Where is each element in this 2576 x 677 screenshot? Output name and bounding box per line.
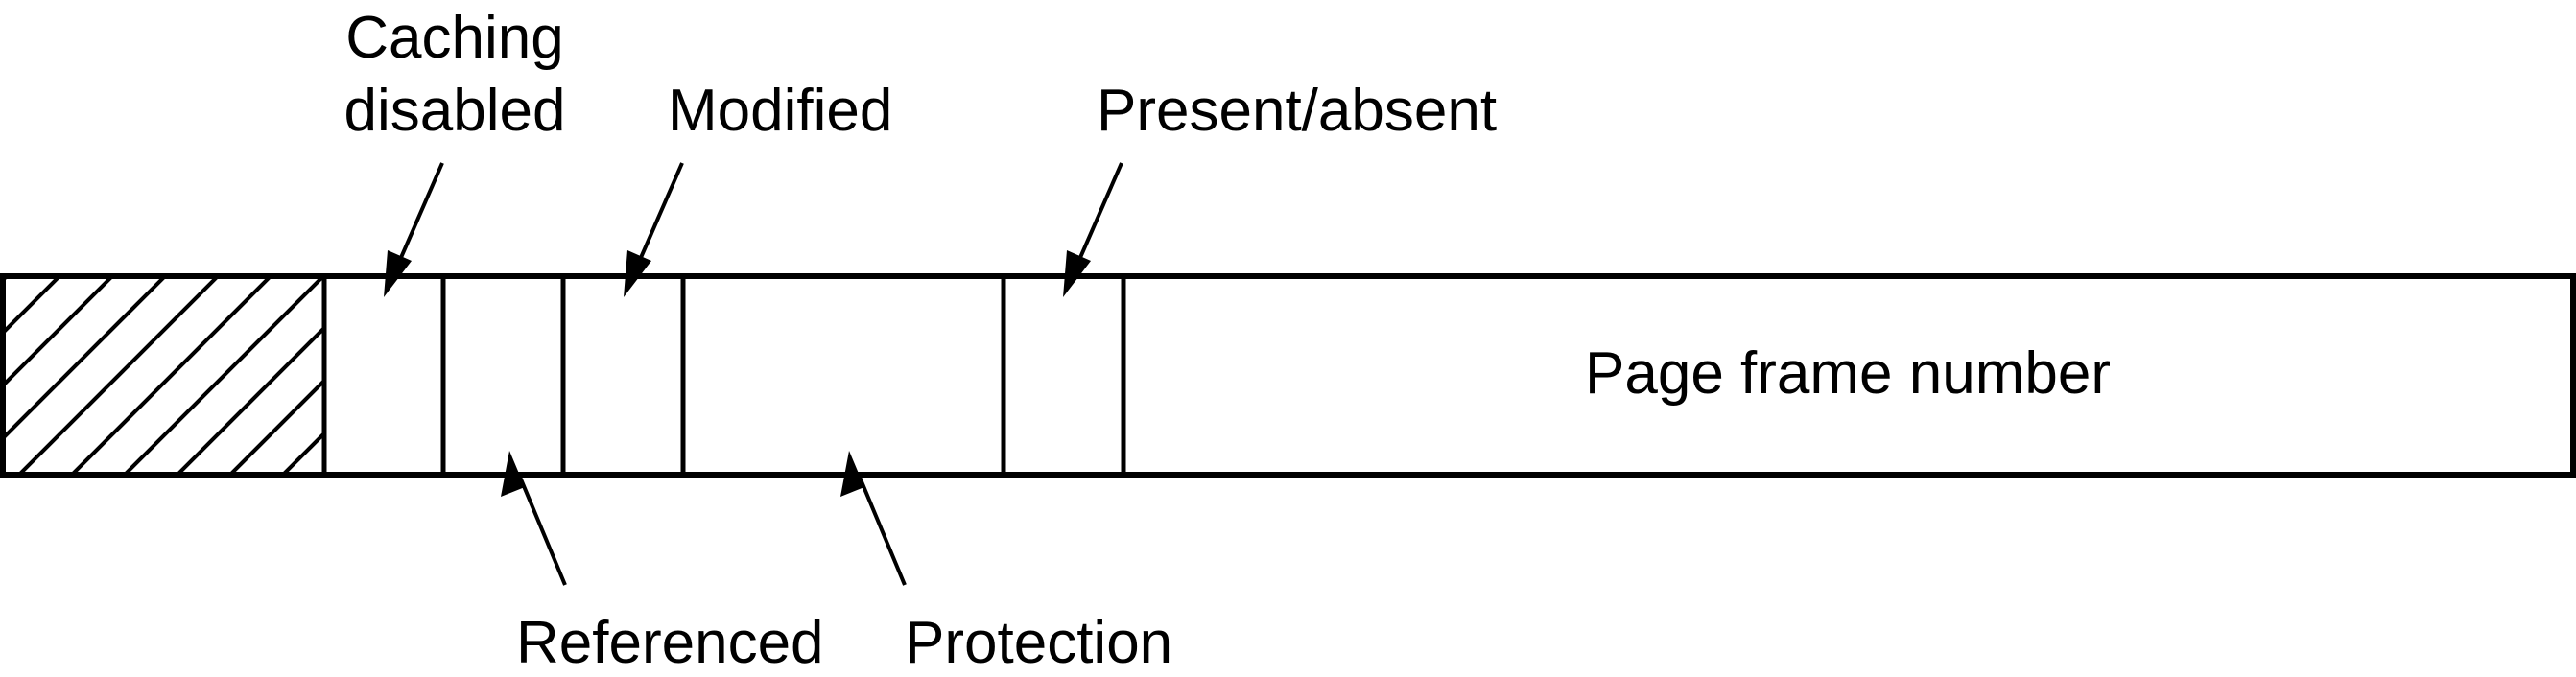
label-referenced: Referenced xyxy=(516,610,824,676)
arrow-protection xyxy=(840,451,907,586)
entry-box xyxy=(0,273,2576,478)
label-caching-disabled-line1: Caching xyxy=(345,5,563,71)
label-protection: Protection xyxy=(905,610,1172,676)
unused-bits-hatch xyxy=(3,276,323,473)
arrow-caching-disabled xyxy=(384,162,444,297)
label-present-absent: Present/absent xyxy=(1097,78,1497,144)
label-modified: Modified xyxy=(668,78,892,144)
field-dividers xyxy=(321,276,1126,475)
label-caching-disabled-line2: disabled xyxy=(344,78,566,144)
arrow-referenced xyxy=(501,451,567,586)
arrow-modified xyxy=(624,162,684,297)
label-page-frame-number: Page frame number xyxy=(1585,340,2111,407)
arrow-present-absent xyxy=(1063,162,1123,297)
